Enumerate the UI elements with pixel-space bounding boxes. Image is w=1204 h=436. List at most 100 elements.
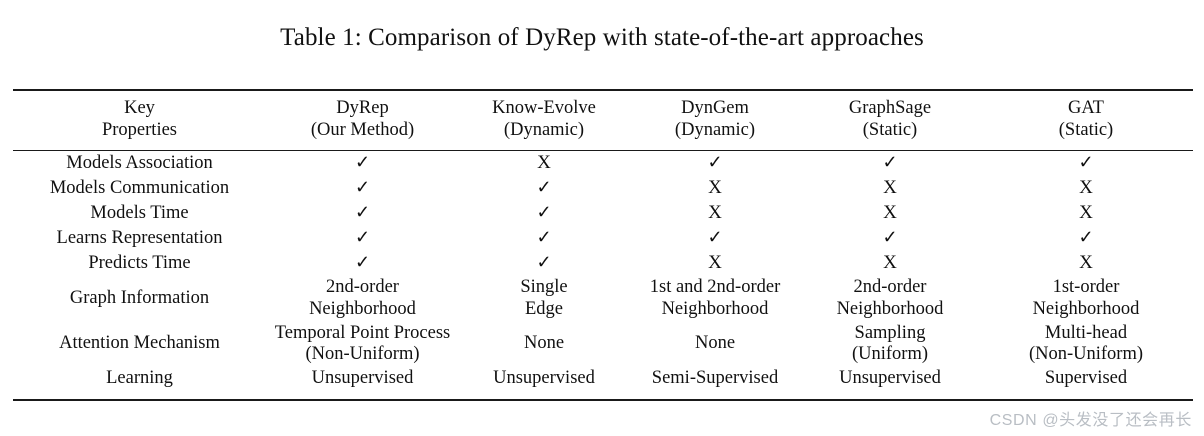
cell-graphsage: X [801, 176, 979, 201]
csdn-watermark: CSDN @头发没了还会再长 [989, 412, 1192, 429]
cell-dyngem: X [629, 251, 801, 276]
row-label: Predicts Time [88, 252, 191, 273]
cell-line1: 1st and 2nd-order [649, 277, 781, 298]
cell-dyrep: Temporal Point Process (Non-Uniform) [266, 322, 459, 367]
row-label: Graph Information [69, 288, 210, 309]
cross-icon: X [883, 176, 897, 198]
row-label: Attention Mechanism [59, 333, 220, 354]
column-header-dyrep: DyRep (Our Method) [266, 90, 459, 147]
cell-know-evolve: None [459, 322, 629, 367]
comparison-table-container: Key Properties DyRep (Our Method) Know-E… [13, 86, 1193, 402]
cell-line2: Neighborhood [661, 298, 769, 319]
cell-know-evolve: Single Edge [459, 276, 629, 321]
check-icon: ✓ [1078, 151, 1094, 172]
cell-dyngem: Semi-Supervised [629, 367, 801, 391]
column-header-line1: GAT [1068, 98, 1104, 118]
cell-gat: ✓ [979, 226, 1193, 251]
cross-icon: X [1079, 176, 1093, 198]
cell-gat: X [979, 201, 1193, 226]
cell-gat: 1st-order Neighborhood [979, 276, 1193, 321]
cell-gat: Multi-head (Non-Uniform) [979, 322, 1193, 367]
cell-line2: Edge [524, 298, 563, 319]
cell-graphsage: 2nd-order Neighborhood [801, 276, 979, 321]
cell-dyngem: X [629, 176, 801, 201]
table-row: Attention Mechanism Temporal Point Proce… [13, 322, 1193, 367]
cell-dyngem: ✓ [629, 226, 801, 251]
cell-line1: Semi-Supervised [651, 367, 779, 388]
cell-know-evolve: ✓ [459, 201, 629, 226]
cross-icon: X [1079, 201, 1093, 223]
cell-dyrep: ✓ [266, 176, 459, 201]
check-icon: ✓ [882, 226, 898, 247]
column-header-graphsage: GraphSage (Static) [801, 90, 979, 147]
cell-graphsage: X [801, 201, 979, 226]
cell-dyrep: ✓ [266, 251, 459, 276]
cell-gat: X [979, 251, 1193, 276]
cell-line1: 1st-order [1052, 277, 1120, 298]
column-header-line2: (Dynamic) [674, 119, 756, 140]
cell-know-evolve: X [459, 151, 629, 177]
cell-dyngem: 1st and 2nd-order Neighborhood [629, 276, 801, 321]
cell-line2: Neighborhood [309, 298, 416, 319]
check-icon: ✓ [354, 226, 371, 247]
check-icon: ✓ [354, 151, 371, 172]
check-icon: ✓ [882, 151, 898, 172]
cell-graphsage: Sampling (Uniform) [801, 322, 979, 367]
check-icon: ✓ [354, 251, 371, 272]
cell-line1: Unsupervised [493, 367, 595, 388]
cell-dyngem: None [629, 322, 801, 367]
cell-know-evolve: Unsupervised [459, 367, 629, 391]
column-header-line2: (Dynamic) [503, 119, 585, 140]
column-header-line2: (Static) [1058, 119, 1114, 140]
cell-gat: X [979, 176, 1193, 201]
check-icon: ✓ [536, 176, 552, 197]
cell-dyrep: ✓ [266, 226, 459, 251]
cell-line1: Multi-head [1044, 322, 1128, 343]
cell-know-evolve: ✓ [459, 251, 629, 276]
check-icon: ✓ [354, 176, 371, 197]
cross-icon: X [708, 201, 722, 223]
cell-line2: Neighborhood [1032, 298, 1140, 319]
cell-dyngem: ✓ [629, 151, 801, 177]
cell-line1: None [694, 333, 736, 354]
cross-icon: X [883, 251, 897, 273]
comparison-table: Key Properties DyRep (Our Method) Know-E… [13, 86, 1193, 402]
cell-line1: Sampling [854, 322, 926, 343]
cross-icon: X [883, 201, 897, 223]
table-header-row: Key Properties DyRep (Our Method) Know-E… [13, 90, 1193, 147]
column-header-line1: DyRep [336, 98, 389, 118]
table-caption: Table 1: Comparison of DyRep with state-… [280, 24, 924, 51]
column-header-line1: DynGem [681, 98, 749, 118]
check-icon: ✓ [536, 226, 552, 247]
cell-line2: (Non-Uniform) [305, 344, 420, 365]
cross-icon: X [708, 251, 722, 273]
column-header-line1: GraphSage [848, 98, 932, 118]
cell-graphsage: X [801, 251, 979, 276]
cell-line1: None [523, 333, 565, 354]
cell-dyrep: 2nd-order Neighborhood [266, 276, 459, 321]
cell-gat: ✓ [979, 151, 1193, 177]
cell-line1: Unsupervised [311, 367, 414, 388]
column-header-line2: (Our Method) [310, 119, 415, 140]
table-row: Graph Information 2nd-order Neighborhood… [13, 276, 1193, 321]
column-header-know-evolve: Know-Evolve (Dynamic) [459, 90, 629, 147]
check-icon: ✓ [707, 226, 723, 247]
row-label: Models Time [90, 202, 189, 223]
cell-graphsage: Unsupervised [801, 367, 979, 391]
table-row: Predicts Time ✓ ✓ X X X [13, 251, 1193, 276]
cell-line1: Temporal Point Process [274, 322, 451, 343]
check-icon: ✓ [707, 151, 723, 172]
row-label: Learns Representation [56, 227, 223, 248]
cell-line1: Unsupervised [839, 367, 941, 388]
cross-icon: X [1079, 251, 1093, 273]
row-label: Models Association [66, 152, 213, 173]
cell-line2: Neighborhood [836, 298, 944, 319]
column-header-line1: Know-Evolve [492, 98, 596, 118]
cell-line2: (Non-Uniform) [1028, 344, 1144, 365]
cell-dyrep: Unsupervised [266, 367, 459, 391]
table-top-rule [13, 86, 1193, 91]
cell-line1: 2nd-order [853, 277, 927, 298]
cell-dyngem: X [629, 201, 801, 226]
table-header-rule [13, 147, 1193, 152]
cell-know-evolve: ✓ [459, 226, 629, 251]
